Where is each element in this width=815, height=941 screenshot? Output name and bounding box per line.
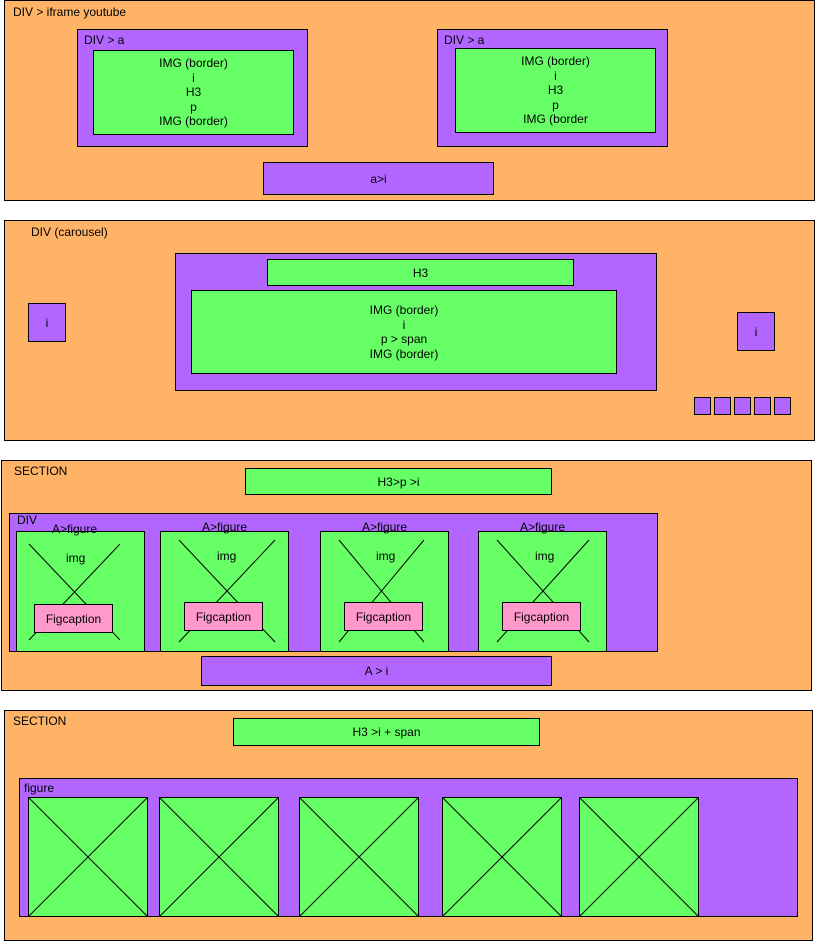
image-placeholder-icon: [299, 797, 419, 917]
figures-div-label: DIV: [17, 513, 38, 527]
figure-img-label: img: [535, 549, 555, 563]
figure-img-label: img: [217, 549, 237, 563]
figure-card[interactable]: A>figure img Figcaption: [160, 520, 289, 652]
carousel-dot[interactable]: [754, 397, 771, 415]
figcaption: Figcaption: [184, 602, 263, 631]
image-placeholder-icon: [579, 797, 699, 917]
content-line: p: [552, 97, 559, 112]
content-line: IMG (border: [523, 112, 588, 127]
footer-icon-link-label: a>i: [370, 171, 387, 186]
link-content-2: IMG (border) i H3 p IMG (border: [455, 48, 656, 133]
youtube-div-title: DIV > iframe youtube: [13, 5, 127, 19]
content-line: i: [554, 68, 557, 83]
carousel-dot[interactable]: [734, 397, 751, 415]
content-line: i: [402, 317, 406, 332]
figures-heading: H3>p >i: [245, 468, 552, 495]
prev-icon-label: i: [45, 315, 49, 330]
carousel-prev-icon[interactable]: i: [28, 303, 66, 342]
figures-heading-text: H3>p >i: [377, 474, 420, 489]
link-content-1: IMG (border) i H3 p IMG (border): [93, 50, 294, 135]
gallery-heading: H3 >i + span: [233, 718, 540, 746]
figcaption-text: Figcaption: [45, 611, 102, 626]
figure-link-label: A>figure: [520, 520, 566, 534]
figcaption: Figcaption: [344, 602, 423, 631]
gallery-heading-text: H3 >i + span: [352, 725, 421, 739]
figures-section-title: SECTION: [14, 464, 68, 478]
gallery-image[interactable]: [579, 797, 699, 917]
content-line: IMG (border): [521, 54, 590, 69]
youtube-div-container: DIV > iframe youtube DIV > a IMG (border…: [4, 0, 815, 201]
figure-link-label: A>figure: [202, 520, 248, 534]
figures-section: SECTION H3>p >i DIV A>figure img Figcapt…: [1, 460, 812, 691]
content-line: H3: [185, 85, 202, 100]
figcaption: Figcaption: [34, 604, 113, 633]
gallery-image[interactable]: [159, 797, 279, 917]
content-line: i: [192, 70, 195, 85]
link-wrapper-label: DIV > a: [444, 33, 485, 47]
gallery-section: SECTION H3 >i + span figure: [4, 710, 813, 941]
carousel-dot[interactable]: [774, 397, 791, 415]
carousel-heading: H3: [267, 259, 574, 286]
image-placeholder-icon: [28, 543, 121, 641]
figcaption: Figcaption: [502, 602, 581, 631]
carousel-dot[interactable]: [714, 397, 731, 415]
carousel-slide: H3 IMG (border) i p > span IMG (border): [175, 253, 657, 391]
figures-div: DIV A>figure img Figcaption A>figure img…: [9, 513, 658, 652]
content-line: IMG (border): [159, 114, 228, 129]
figures-footer-link[interactable]: A > i: [201, 656, 552, 686]
image-placeholder-icon: [442, 797, 562, 917]
figcaption-text: Figcaption: [355, 609, 412, 624]
figure-img-label: img: [66, 551, 86, 565]
gallery-section-title: SECTION: [13, 714, 67, 728]
gallery-image[interactable]: [28, 797, 148, 917]
image-placeholder-icon: [159, 797, 279, 917]
figure-link-label: A>figure: [362, 520, 408, 534]
carousel-title: DIV (carousel): [31, 225, 108, 239]
gallery-image[interactable]: [299, 797, 419, 917]
carousel-container: DIV (carousel) i H3 IMG (border) i p > s…: [4, 220, 815, 441]
figure-img-label: img: [376, 549, 396, 563]
gallery-image[interactable]: [442, 797, 562, 917]
link-wrapper-1[interactable]: DIV > a IMG (border) i H3 p IMG (border): [77, 29, 308, 147]
carousel-dot[interactable]: [694, 397, 711, 415]
carousel-heading-text: H3: [412, 265, 429, 280]
carousel-content: IMG (border) i p > span IMG (border): [191, 290, 617, 374]
link-wrapper-2[interactable]: DIV > a IMG (border) i H3 p IMG (border: [437, 29, 668, 147]
figcaption-text: Figcaption: [195, 609, 252, 624]
figure-card[interactable]: A>figure img Figcaption: [16, 522, 145, 652]
content-line: p: [190, 99, 197, 114]
carousel-next-icon[interactable]: i: [737, 312, 775, 351]
figure-card[interactable]: A>figure img Figcaption: [478, 520, 607, 652]
content-line: IMG (border): [369, 303, 439, 317]
content-line: H3: [547, 83, 564, 98]
gallery-figure-label: figure: [24, 781, 55, 795]
image-placeholder-icon: [28, 797, 148, 917]
figcaption-text: Figcaption: [513, 609, 570, 624]
figures-footer-link-label: A > i: [364, 664, 389, 678]
figure-card[interactable]: A>figure img Figcaption: [320, 520, 449, 652]
content-line: IMG (border): [369, 346, 439, 361]
figure-link-label: A>figure: [52, 522, 98, 536]
gallery-figure: figure: [19, 778, 798, 917]
link-wrapper-label: DIV > a: [84, 33, 125, 47]
next-icon-label: i: [754, 324, 758, 339]
content-line: p > span: [380, 332, 428, 346]
footer-icon-link[interactable]: a>i: [263, 162, 494, 195]
content-line: IMG (border): [159, 56, 228, 71]
